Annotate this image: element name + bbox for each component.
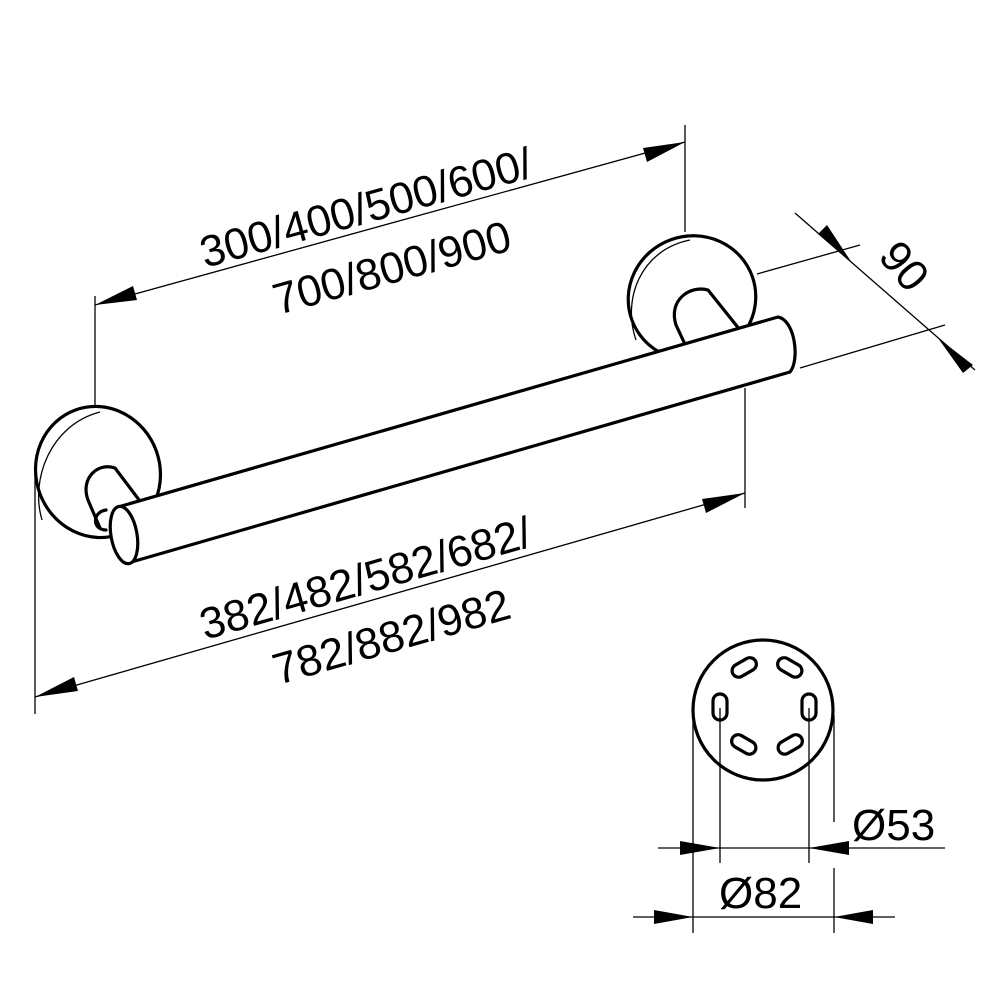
outer-diameter-label: Ø82	[719, 869, 802, 918]
centre-distance-dimension: 300/400/500/600/ 700/800/900	[94, 125, 686, 405]
grab-bar-tube	[108, 315, 797, 566]
projection-label: 90	[869, 232, 938, 301]
inner-diameter-label: Ø53	[852, 801, 935, 850]
diameter-dimensions: Ø53 Ø82	[633, 708, 945, 933]
right-wall-rosette	[626, 234, 758, 362]
rosette-plan-view	[691, 638, 835, 782]
